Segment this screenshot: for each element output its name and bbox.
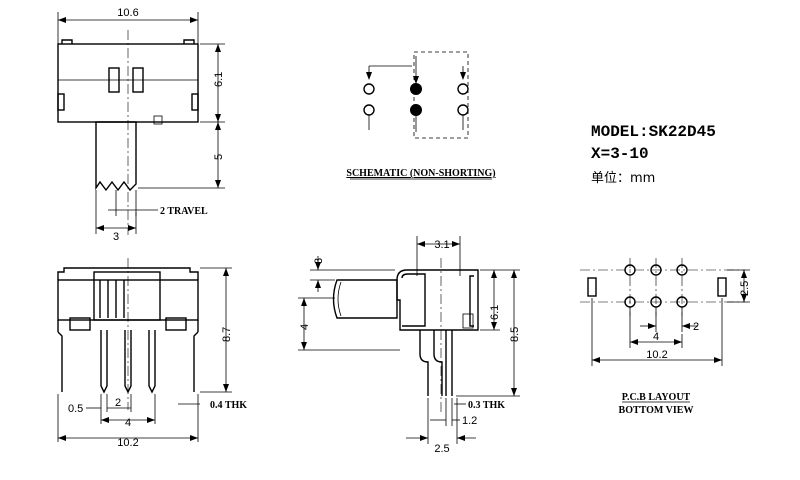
dim-side-top: 3.1 bbox=[434, 239, 449, 251]
front-view: 8.7 0.5 2 4 10.2 0.4 THK bbox=[57, 258, 247, 449]
side-view: 3.1 3 4 6.1 bbox=[298, 236, 521, 455]
dim-pin-width: 0.5 bbox=[68, 403, 83, 415]
dim-side-thickness: 0.3 THK bbox=[468, 400, 505, 411]
dim-pcb-span: 4 bbox=[653, 331, 659, 343]
model-range: X=3-10 bbox=[591, 145, 649, 163]
schematic-diagram: SCHEMATIC (NON-SHORTING) bbox=[346, 51, 496, 180]
dim-side-pin-offset: 1.2 bbox=[462, 415, 477, 427]
dim-pcb-pitch-x: 2 bbox=[693, 321, 699, 333]
dim-pcb-pitch-y: 2.5 bbox=[739, 281, 751, 296]
dim-pin-pitch: 2 bbox=[115, 397, 121, 409]
dim-side-body: 6.1 bbox=[489, 305, 501, 320]
dim-pin-thickness: 0.4 THK bbox=[210, 400, 247, 411]
dim-pcb-overall: 10.2 bbox=[646, 349, 667, 361]
top-view: 10.6 6.1 5 2 TRAVEL bbox=[57, 7, 225, 243]
pcb-subtitle: BOTTOM VIEW bbox=[619, 405, 694, 416]
dim-actuator-width: 3 bbox=[113, 231, 119, 243]
pcb-layout: 2.5 2 4 10.2 P.C.B LAYOUT BOTTOM VIEW bbox=[580, 258, 751, 416]
dim-top-width: 10.6 bbox=[117, 7, 138, 19]
model-unit: 单位：mm bbox=[591, 171, 655, 186]
dim-top-height: 6.1 bbox=[213, 72, 225, 87]
dim-side-overall: 8.5 bbox=[509, 327, 521, 342]
dim-travel: 2 TRAVEL bbox=[160, 206, 208, 217]
dim-actuator-height: 4 bbox=[299, 324, 311, 330]
model-name: MODEL:SK22D45 bbox=[591, 123, 716, 141]
dim-pin-span: 4 bbox=[125, 417, 131, 429]
pcb-title: P.C.B LAYOUT bbox=[622, 392, 691, 403]
dim-actuator-length: 5 bbox=[213, 154, 225, 160]
dim-side-pin-span: 2.5 bbox=[434, 443, 449, 455]
schematic-label: SCHEMATIC (NON-SHORTING) bbox=[346, 168, 495, 179]
dim-actuator-offset: 3 bbox=[313, 258, 325, 264]
model-info: MODEL:SK22D45 X=3-10 单位：mm bbox=[591, 123, 716, 186]
dim-front-overall: 10.2 bbox=[117, 437, 138, 449]
dim-front-height: 8.7 bbox=[221, 327, 233, 342]
